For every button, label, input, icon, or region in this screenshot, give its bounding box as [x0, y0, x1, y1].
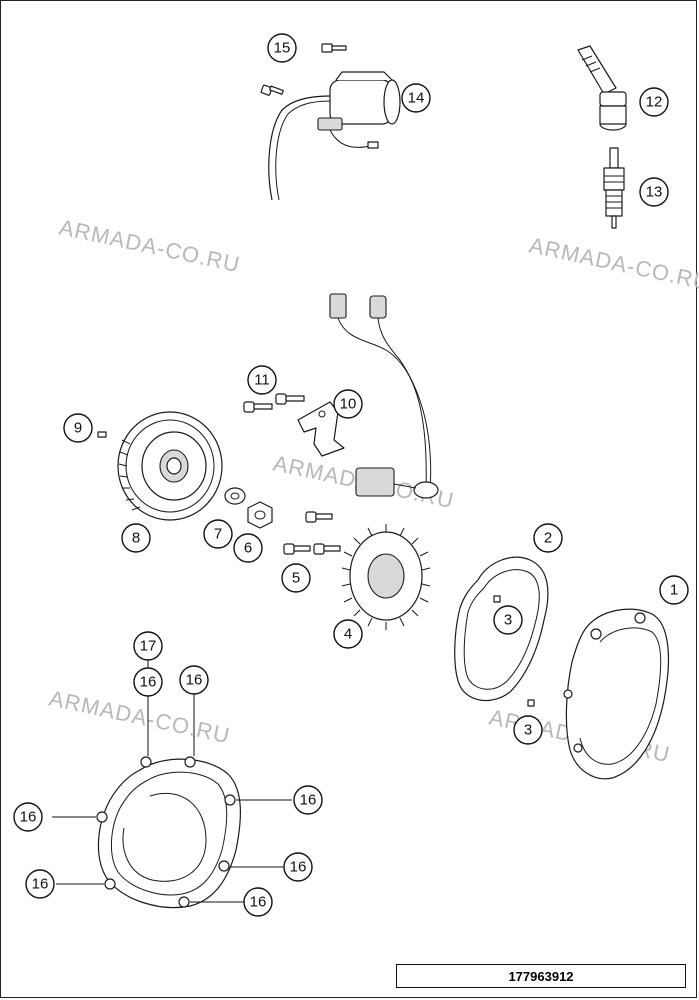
svg-text:12: 12	[646, 94, 663, 111]
callout-13: 13	[639, 177, 669, 207]
svg-text:1: 1	[670, 582, 678, 599]
dowel-pin-part-3	[493, 595, 501, 603]
svg-text:6: 6	[244, 540, 252, 557]
nut-part-6	[247, 501, 273, 529]
svg-text:16: 16	[290, 859, 307, 876]
watermark: ARMADA-CO.RU	[527, 232, 699, 295]
callout-12: 12	[639, 87, 669, 117]
spark-plug-cap-part-12	[577, 45, 627, 131]
callout-14: 14	[401, 83, 431, 113]
callout-10: 10	[333, 389, 363, 419]
svg-text:3: 3	[524, 722, 532, 739]
callout-7: 7	[203, 519, 233, 549]
svg-text:16: 16	[20, 809, 37, 826]
callout-15: 15	[267, 33, 297, 63]
callout-11: 11	[247, 365, 277, 395]
callout-6: 6	[233, 533, 263, 563]
callout-16: 16	[283, 852, 313, 882]
stator-part-4	[341, 524, 431, 630]
callout-5: 5	[281, 563, 311, 593]
svg-text:3: 3	[504, 612, 512, 629]
bolt-part-15	[260, 43, 347, 96]
diagram-code-label: 177963912	[396, 964, 686, 988]
callout-4: 4	[333, 619, 363, 649]
callout-16: 16	[293, 785, 323, 815]
leader-lines	[52, 660, 292, 903]
svg-text:16: 16	[300, 792, 317, 809]
svg-text:15: 15	[274, 40, 291, 57]
ignition-cover-part-1	[563, 608, 670, 780]
spark-plug-part-13	[603, 147, 625, 229]
svg-text:16: 16	[140, 674, 157, 691]
svg-text:7: 7	[214, 526, 222, 543]
svg-text:16: 16	[32, 876, 49, 893]
screw-part-11	[243, 393, 305, 413]
callout-16: 16	[243, 887, 273, 917]
svg-text:9: 9	[74, 420, 82, 437]
svg-text:11: 11	[254, 372, 270, 389]
callout-9: 9	[63, 413, 93, 443]
svg-text:8: 8	[132, 530, 140, 547]
svg-text:4: 4	[344, 626, 352, 643]
svg-text:5: 5	[292, 570, 300, 587]
callout-1: 1	[659, 575, 689, 605]
svg-text:16: 16	[186, 672, 203, 689]
svg-text:2: 2	[544, 530, 552, 547]
callout-17: 17	[133, 631, 163, 661]
watermark: ARMADA-CO.RU	[47, 685, 233, 748]
screw-part-5	[283, 511, 341, 555]
callout-3: 3	[493, 605, 523, 635]
flywheel-rotor-part-8	[117, 411, 223, 521]
svg-text:10: 10	[340, 396, 357, 413]
callout-16: 16	[179, 665, 209, 695]
svg-text:16: 16	[250, 894, 267, 911]
ignition-coil-part-14	[268, 71, 401, 201]
callout-2: 2	[533, 523, 563, 553]
svg-text:14: 14	[408, 90, 425, 107]
stator-wiring-harness	[329, 293, 439, 499]
callout-8: 8	[121, 523, 151, 553]
callout-3: 3	[513, 715, 543, 745]
callout-16: 16	[133, 667, 163, 697]
inner-cover-assembly	[96, 756, 241, 909]
watermark: ARMADA-CO.RU	[57, 214, 243, 277]
svg-text:13: 13	[646, 184, 663, 201]
washer-part-7	[224, 487, 246, 505]
callout-16: 16	[25, 869, 55, 899]
key-part-9	[97, 431, 107, 438]
dowel-pin-part-3	[527, 699, 535, 707]
svg-text:17: 17	[140, 638, 157, 655]
callout-16: 16	[13, 802, 43, 832]
